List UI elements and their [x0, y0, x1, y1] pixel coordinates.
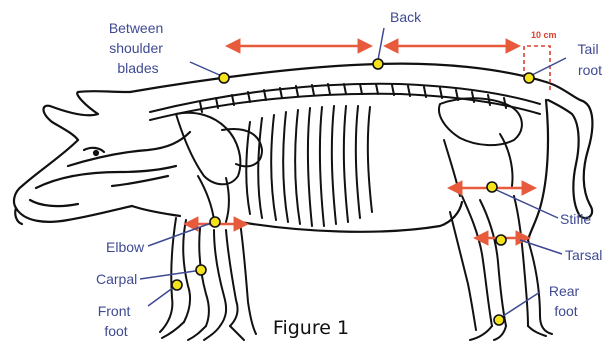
- label-tail-root: Tail root: [578, 41, 603, 78]
- figure-caption: Figure 1: [273, 317, 349, 339]
- rear-foot-marker-icon: [494, 315, 504, 325]
- stifle-marker-icon: [487, 182, 497, 192]
- label-rear-foot: Rear foot: [549, 283, 583, 319]
- tail-measure-guide: [524, 46, 550, 92]
- tail-root-marker-icon: [524, 73, 534, 83]
- label-carpal: Carpal: [96, 271, 137, 287]
- label-elbow: Elbow: [106, 239, 145, 255]
- elbow-marker-icon: [210, 217, 220, 227]
- tarsal-marker-icon: [496, 235, 506, 245]
- back-marker-icon: [373, 59, 383, 69]
- carpal-marker-icon: [196, 265, 206, 275]
- label-front-foot: Front foot: [98, 303, 135, 339]
- label-stifle: Stifle: [560, 211, 591, 227]
- front-foot-marker-icon: [172, 280, 182, 290]
- label-back: Back: [390, 9, 422, 25]
- label-tarsal: Tarsal: [565, 247, 602, 263]
- label-between-shoulder-blades: Between shoulder blades: [109, 20, 167, 76]
- measure-label: 10 cm: [531, 30, 557, 40]
- pig-skeleton: [150, 84, 552, 340]
- pig-outline: [14, 64, 592, 240]
- shoulder-marker-icon: [219, 73, 229, 83]
